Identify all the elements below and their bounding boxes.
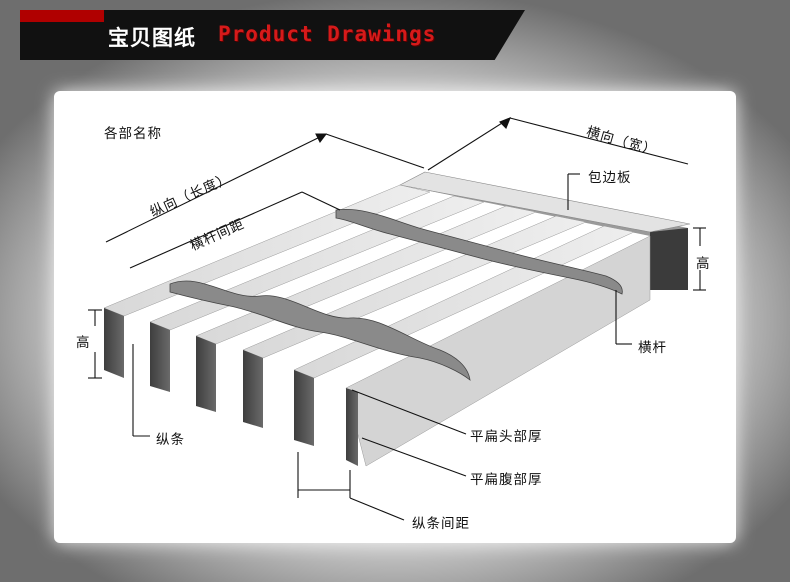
diagram-section-title: 各部名称 [104, 126, 162, 142]
cross-bars [169, 208, 623, 381]
header-title-cn: 宝贝图纸 [108, 26, 196, 50]
label-flat-belly-thickness: 平扁腹部厚 [470, 472, 543, 488]
label-crossbar: 横杆 [638, 340, 667, 356]
header-title-en: Product Drawings [218, 22, 437, 46]
header-banner [20, 10, 525, 60]
dimension-lines [88, 117, 706, 521]
header-accent [20, 10, 104, 22]
label-bearing-bar: 纵条 [156, 432, 185, 448]
label-height-right: 高 [696, 256, 711, 272]
edge-plate [399, 171, 691, 290]
label-height-left: 高 [76, 335, 91, 351]
label-edge-plate: 包边板 [588, 170, 632, 186]
label-bar-spacing: 纵条间距 [412, 516, 470, 532]
label-flat-head-thickness: 平扁头部厚 [470, 429, 543, 445]
